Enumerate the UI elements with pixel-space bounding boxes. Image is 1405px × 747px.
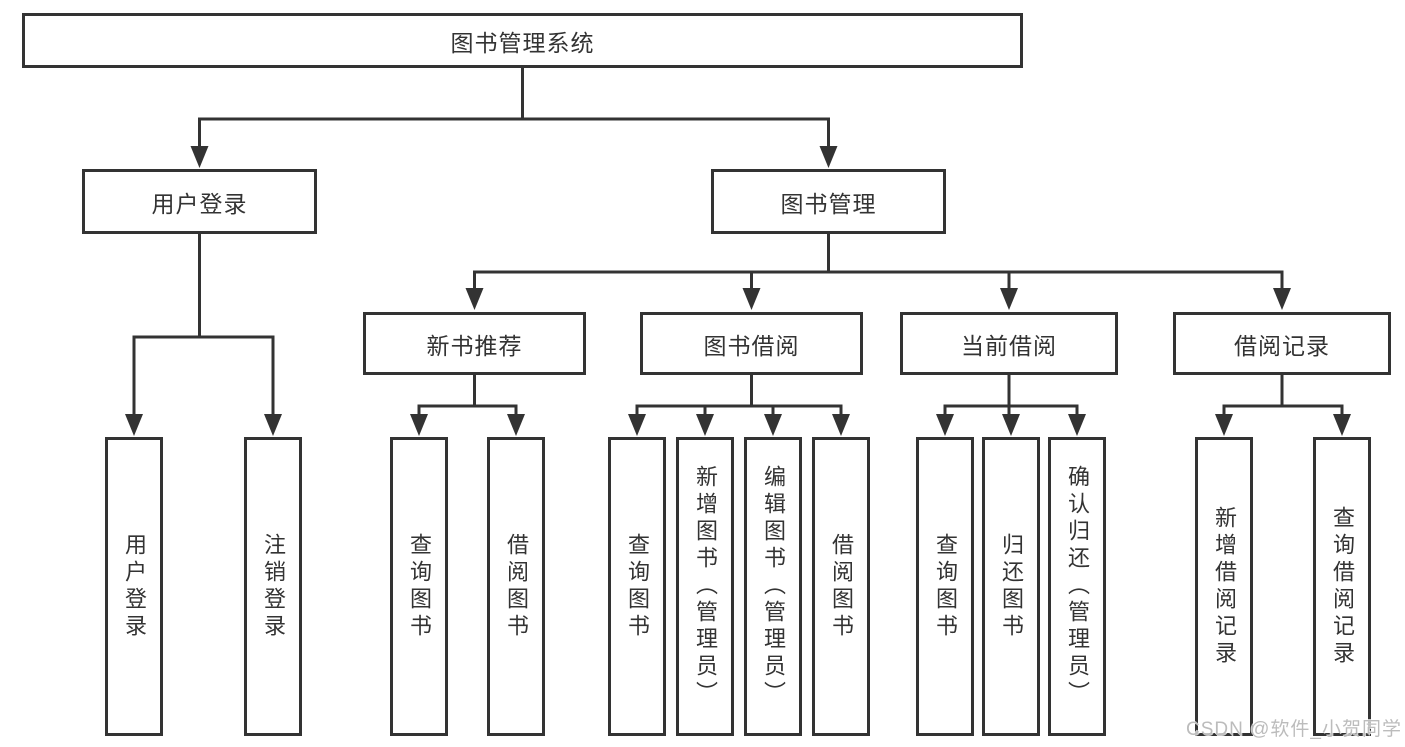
- leaf-query-books-borrow: 查询图书: [608, 437, 666, 736]
- leaf-query-borrow-record: 查询借阅记录: [1313, 437, 1371, 736]
- leaf-return-books: 归还图书: [982, 437, 1040, 736]
- leaf-borrow-books-recommend: 借阅图书: [487, 437, 545, 736]
- node-new-book-recommend: 新书推荐: [363, 312, 586, 375]
- leaf-borrow-books: 借阅图书: [812, 437, 870, 736]
- node-user-login: 用户登录: [82, 169, 317, 234]
- leaf-logout: 注销登录: [244, 437, 302, 736]
- node-book-management: 图书管理: [711, 169, 946, 234]
- arrowheads: [125, 146, 1351, 436]
- leaf-confirm-return-admin: 确认归还（管理员）: [1048, 437, 1106, 736]
- csdn-watermark: CSDN @软件_小贺同学: [1186, 719, 1402, 740]
- leaf-query-books-recommend: 查询图书: [390, 437, 448, 736]
- leaf-add-borrow-record: 新增借阅记录: [1195, 437, 1253, 736]
- node-borrow-records: 借阅记录: [1173, 312, 1391, 375]
- leaf-query-books-current: 查询图书: [916, 437, 974, 736]
- node-book-borrow: 图书借阅: [640, 312, 863, 375]
- leaf-add-books-admin: 新增图书（管理员）: [676, 437, 734, 736]
- node-library-management-system: 图书管理系统: [22, 13, 1023, 68]
- node-current-borrow: 当前借阅: [900, 312, 1118, 375]
- leaf-user-login: 用户登录: [105, 437, 163, 736]
- leaf-edit-books-admin: 编辑图书（管理员）: [744, 437, 802, 736]
